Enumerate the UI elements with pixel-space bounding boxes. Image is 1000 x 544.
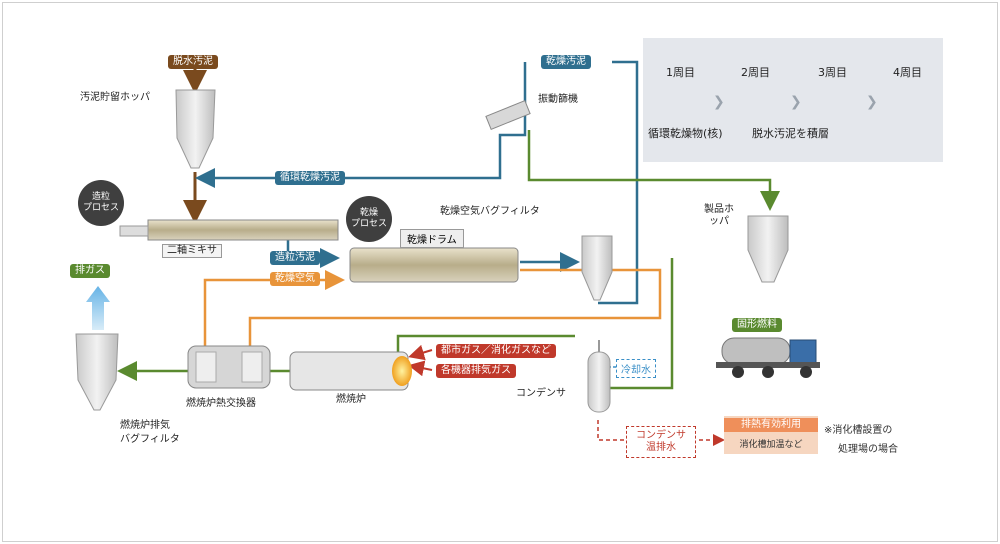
condenser-label: コンデンサ bbox=[516, 388, 566, 399]
vibrating-sieve-label: 振動篩機 bbox=[538, 94, 578, 105]
tag-dewatered-sludge: 脱水汚泥 bbox=[168, 55, 218, 69]
drying-process-badge: 乾燥プロセス bbox=[346, 196, 392, 242]
chevron-right-icon: ❯ bbox=[790, 94, 802, 110]
twin-mixer-label: 二軸ミキサ bbox=[162, 244, 222, 258]
cooling-water-box: 冷却水 bbox=[616, 359, 656, 378]
core-label: 循環乾燥物(核) bbox=[648, 127, 723, 140]
drying-drum-label: 乾燥ドラム bbox=[400, 229, 464, 248]
exhaust-up-arrow bbox=[86, 286, 110, 330]
digestion-note-1: ※消化槽設置の bbox=[824, 425, 893, 436]
tag-recycled-dried-sludge: 循環乾燥汚泥 bbox=[275, 171, 345, 185]
granulation-process-badge: 造粒プロセス bbox=[78, 180, 124, 226]
pellet-growth-panel bbox=[643, 38, 943, 162]
tag-solid-fuel: 固形燃料 bbox=[732, 318, 782, 332]
round-label-2: 2周目 bbox=[741, 66, 770, 79]
digestion-note-2: 処理場の場合 bbox=[838, 444, 898, 455]
round-label-3: 3周目 bbox=[818, 66, 847, 79]
exhaust-bag-filter-label-2: バグフィルタ bbox=[120, 434, 180, 445]
tag-drying-air: 乾燥空気 bbox=[270, 272, 320, 286]
condensate-drain-box: コンデンサ温排水 bbox=[626, 426, 696, 458]
exhaust-bag-filter-label: 燃焼炉排気 bbox=[120, 420, 170, 431]
tag-equipment-exhaust: 各機器排気ガス bbox=[436, 364, 516, 378]
incinerator-label: 燃焼炉 bbox=[336, 394, 366, 405]
round-label-1: 1周目 bbox=[666, 66, 695, 79]
tag-exhaust-gas: 排ガス bbox=[70, 264, 110, 278]
tag-fuel-gas: 都市ガス／消化ガスなど bbox=[436, 344, 556, 358]
sludge-hopper-label: 汚泥貯留ホッパ bbox=[80, 92, 150, 103]
round-label-4: 4周目 bbox=[893, 66, 922, 79]
waste-heat-box: 排熱有効利用 消化槽加温など bbox=[724, 416, 818, 454]
tag-granulated-sludge: 造粒汚泥 bbox=[270, 251, 320, 265]
chevron-right-icon: ❯ bbox=[713, 94, 725, 110]
chevron-right-icon: ❯ bbox=[866, 94, 878, 110]
heat-exchanger-label: 燃焼炉熱交換器 bbox=[186, 398, 256, 409]
sludge-hopper-shape bbox=[175, 89, 216, 169]
drying-drum-shape bbox=[349, 247, 519, 283]
product-hopper-label: 製品ホッパ bbox=[704, 204, 734, 227]
dry-air-bag-filter-label: 乾燥空気バグフィルタ bbox=[440, 206, 540, 217]
layer-label: 脱水汚泥を積層 bbox=[752, 127, 829, 140]
tag-dried-sludge: 乾燥汚泥 bbox=[541, 55, 591, 69]
